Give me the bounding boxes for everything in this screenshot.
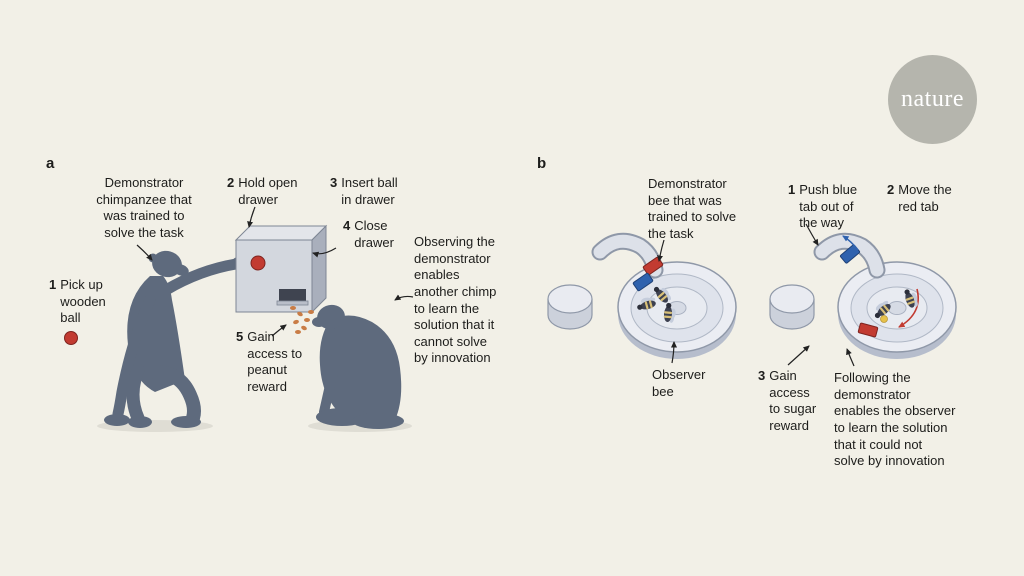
arrow-to-red-tab xyxy=(846,348,855,367)
arrow-to-blue-tab xyxy=(805,223,819,246)
sugar-reward xyxy=(880,315,888,323)
nature-logo: nature xyxy=(888,55,977,144)
panel-b-arrows xyxy=(657,223,855,367)
arrow-to-peanuts xyxy=(271,324,287,337)
red-move-arrow xyxy=(898,288,919,328)
panel-a-label: a xyxy=(46,155,55,172)
b-demonstrator-note: Demonstrator bee that was trained to sol… xyxy=(648,176,737,241)
panel-b-art xyxy=(547,223,957,367)
arrow-to-box-top xyxy=(247,206,256,228)
b-observer-label: Observer bee xyxy=(652,367,706,399)
step-text: Push blue tab out of the way xyxy=(799,182,858,231)
arrow-to-demonstrator-bee xyxy=(657,239,665,262)
arrow-to-demonstrator-chimp xyxy=(136,244,153,261)
a-observer-note: Observing the demonstrator enables anoth… xyxy=(414,234,497,366)
a-step-5: 5 Gain access to peanut reward xyxy=(236,329,302,396)
a-step-3: 3 Insert ball in drawer xyxy=(330,175,398,208)
feeder-right xyxy=(769,284,815,330)
arrow-to-observer-chimp xyxy=(394,294,414,301)
a-step-1: 1 Pick up wooden ball xyxy=(49,277,106,327)
step-text: Hold open drawer xyxy=(238,175,298,207)
b-step-2: 2 Move the red tab xyxy=(887,182,952,215)
wooden-ball xyxy=(64,331,78,345)
demonstrator-chimp xyxy=(104,250,244,428)
blue-tab-left xyxy=(632,272,654,292)
step-text: Close drawer xyxy=(354,218,394,250)
tunnel-right xyxy=(813,232,886,279)
step-number: 3 xyxy=(330,175,338,190)
puzzle-box xyxy=(234,224,328,314)
nature-logo-text: nature xyxy=(901,86,964,112)
box-red-button xyxy=(250,255,266,271)
step-number: 1 xyxy=(788,182,796,197)
b-following-note: Following the demonstrator enables the o… xyxy=(834,370,956,469)
panel-b-label: b xyxy=(537,155,547,172)
step-number: 4 xyxy=(343,218,351,233)
red-tab-right xyxy=(857,322,879,338)
b-step-3: 3 Gain access to sugar reward xyxy=(758,368,816,435)
step-number: 3 xyxy=(758,368,766,383)
step-number: 2 xyxy=(227,175,235,190)
step-number: 5 xyxy=(236,329,244,344)
step-text: Pick up wooden ball xyxy=(60,277,106,326)
step-text: Move the red tab xyxy=(898,182,952,214)
panel-a-art xyxy=(64,206,414,432)
step-text: Insert ball in drawer xyxy=(341,175,398,207)
panel-a-arrows xyxy=(136,206,414,337)
step-number: 2 xyxy=(887,182,895,197)
drawer-slot xyxy=(279,289,306,301)
arena-right xyxy=(837,261,957,360)
peanuts xyxy=(290,306,314,334)
observer-chimp xyxy=(312,304,404,429)
a-demonstrator-note: Demonstrator chimpanzee that was trained… xyxy=(96,175,192,240)
blue-push-arrow xyxy=(842,235,859,251)
arrow-to-observer-bee xyxy=(670,341,677,364)
step-text: Gain access to sugar reward xyxy=(769,368,817,433)
feeder-left xyxy=(547,284,593,330)
a-step-2: 2 Hold open drawer xyxy=(227,175,298,208)
step-number: 1 xyxy=(49,277,57,292)
arrow-to-box-side xyxy=(312,247,337,258)
a-step-4: 4 Close drawer xyxy=(343,218,394,251)
arrow-to-sugar xyxy=(787,345,810,366)
arena-left xyxy=(617,261,737,360)
step-text: Gain access to peanut reward xyxy=(247,329,303,394)
b-step-1: 1 Push blue tab out of the way xyxy=(788,182,857,232)
